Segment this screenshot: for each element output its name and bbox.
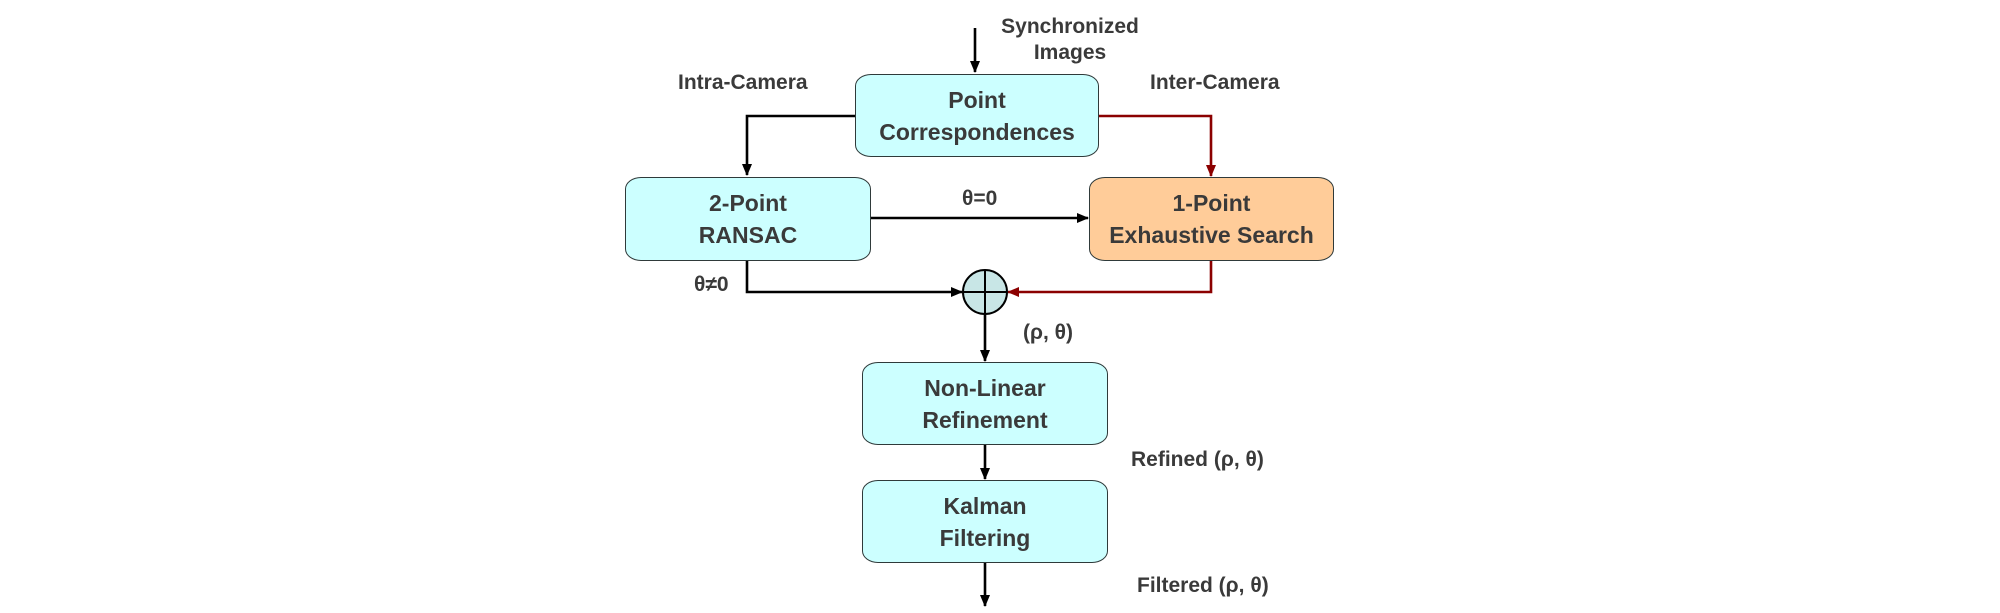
inter-camera-arrow [1099, 114, 1216, 177]
input-label-line2: Images [1033, 41, 1107, 64]
theta-nonzero-arrow [745, 261, 963, 297]
kalman-filtering-box: Kalman Filtering [862, 480, 1108, 563]
summing-junction [962, 269, 1008, 315]
point-correspondences-line2: Correspondences [879, 118, 1075, 145]
filtered-label: Filtered (ρ, θ) [1137, 574, 1269, 597]
two-point-ransac-line1: 2-Point [709, 190, 787, 216]
one-point-search-box: 1-Point Exhaustive Search [1089, 177, 1334, 261]
two-point-ransac-box: 2-Point RANSAC [625, 177, 871, 261]
one-point-search-line2: Exhaustive Search [1109, 222, 1314, 248]
rho-theta-label: (ρ, θ) [1023, 321, 1073, 344]
intra-camera-arrow [742, 114, 855, 176]
point-correspondences-box: Point Correspondences [855, 74, 1099, 157]
non-linear-refinement-box: Non-Linear Refinement [862, 362, 1108, 445]
non-linear-refinement-line1: Non-Linear [924, 374, 1046, 401]
refined-label: Refined (ρ, θ) [1131, 448, 1264, 471]
inter-camera-label: Inter-Camera [1150, 71, 1280, 94]
input-label-line1: Synchronized [1001, 15, 1139, 38]
point-correspondences-line1: Point [948, 86, 1006, 113]
theta-nonzero-label: θ≠0 [694, 273, 729, 296]
intra-camera-label: Intra-Camera [678, 71, 808, 94]
one-point-search-line1: 1-Point [1172, 190, 1251, 216]
theta-zero-label: θ=0 [962, 187, 998, 210]
two-point-ransac-line2: RANSAC [698, 222, 798, 248]
input-label: Synchronized Images [985, 14, 1155, 66]
kalman-filtering-line1: Kalman [943, 492, 1027, 519]
kalman-filtering-line2: Filtering [939, 524, 1031, 551]
non-linear-refinement-line2: Refinement [922, 406, 1048, 433]
search-to-junction-arrow [1007, 261, 1213, 297]
